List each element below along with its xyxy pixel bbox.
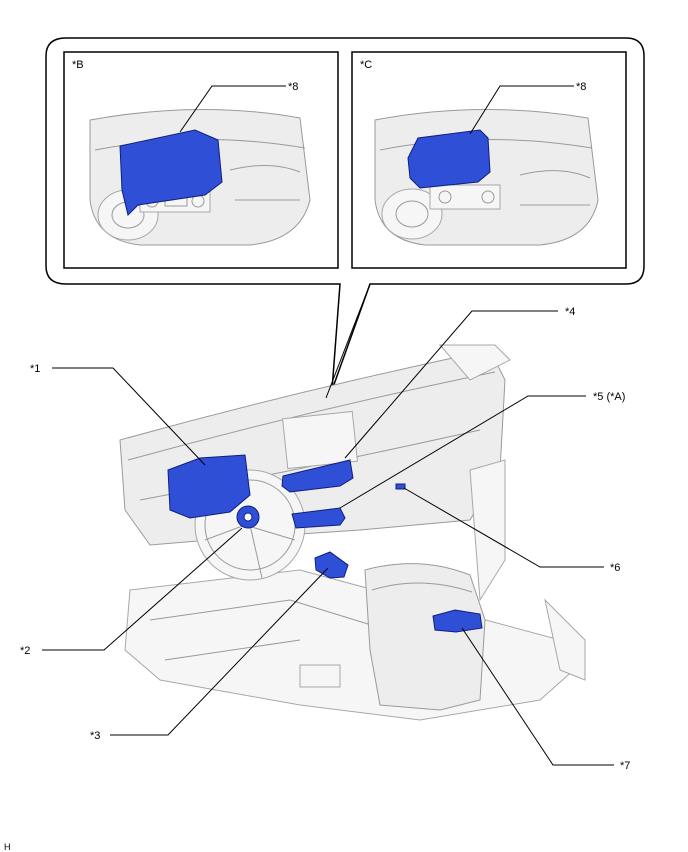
inset-b: *B *8 bbox=[63, 51, 339, 269]
callout-2: *2 bbox=[20, 645, 30, 657]
part-5-module bbox=[291, 507, 346, 529]
inset-b-callout-8: *8 bbox=[288, 81, 298, 93]
part-6-switch bbox=[395, 483, 406, 490]
callout-4: *4 bbox=[565, 306, 575, 318]
callout-6: *6 bbox=[610, 562, 620, 574]
callout-1: *1 bbox=[30, 363, 40, 375]
footer-code: H bbox=[4, 842, 11, 852]
inset-c-callout-8: *8 bbox=[576, 81, 586, 93]
part-1-combination-meter bbox=[167, 454, 251, 519]
inset-b-label: *B bbox=[72, 59, 84, 71]
part-7-console-module bbox=[432, 609, 483, 633]
inset-b-display-part bbox=[119, 129, 223, 216]
cabin-illustration bbox=[119, 344, 586, 721]
callout-5: *5 (*A) bbox=[593, 391, 625, 403]
part-3-module bbox=[314, 551, 349, 579]
inset-c-dashboard-illustration bbox=[374, 108, 599, 246]
inset-c-label: *C bbox=[360, 59, 372, 71]
callout-7: *7 bbox=[620, 760, 630, 772]
part-4-air-conditioning-control bbox=[281, 459, 354, 493]
callout-3: *3 bbox=[90, 730, 100, 742]
inset-c: *C *8 bbox=[351, 51, 627, 269]
inset-c-display-part bbox=[407, 129, 491, 189]
